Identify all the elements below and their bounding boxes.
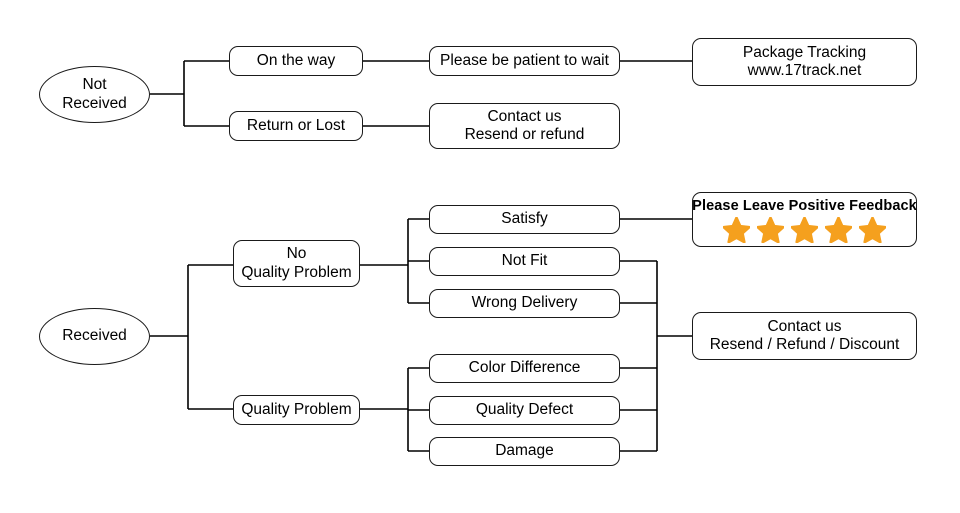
node-not-fit-label: Not Fit (501, 252, 548, 270)
node-no-quality-problem-line1: No (286, 245, 307, 263)
feedback-title: Please Leave Positive Feedback (692, 197, 917, 214)
node-return-or-lost-label: Return or Lost (246, 116, 346, 134)
node-contact-us-resend-refund-line2: Resend or refund (464, 126, 585, 143)
node-contact-us-resolution-line1: Contact us (767, 317, 842, 335)
node-please-be-patient[interactable]: Please be patient to wait (429, 46, 620, 76)
node-quality-defect-label: Quality Defect (475, 401, 574, 419)
node-damage[interactable]: Damage (429, 437, 620, 466)
star-icon[interactable] (791, 217, 818, 244)
node-on-the-way[interactable]: On the way (229, 46, 363, 76)
node-return-or-lost[interactable]: Return or Lost (229, 111, 363, 141)
node-package-tracking-line1: Package Tracking (742, 43, 867, 61)
star-rating[interactable] (723, 217, 886, 244)
node-contact-us-resolution[interactable]: Contact us Resend / Refund / Discount (692, 312, 917, 360)
node-quality-defect[interactable]: Quality Defect (429, 396, 620, 425)
node-wrong-delivery-label: Wrong Delivery (471, 294, 578, 312)
node-quality-problem[interactable]: Quality Problem (233, 395, 360, 425)
node-not-received-line2: Received (62, 94, 127, 112)
node-quality-problem-label: Quality Problem (241, 400, 352, 418)
node-satisfy-label: Satisfy (501, 210, 548, 228)
star-icon[interactable] (723, 217, 750, 244)
node-contact-us-resolution-line2: Resend / Refund / Discount (709, 336, 900, 353)
star-icon[interactable] (825, 217, 852, 244)
node-positive-feedback[interactable]: Please Leave Positive Feedback (692, 192, 917, 247)
node-not-received[interactable]: Not Received (39, 66, 150, 123)
node-received-label: Received (62, 327, 127, 345)
node-satisfy[interactable]: Satisfy (429, 205, 620, 234)
node-color-difference-label: Color Difference (468, 359, 581, 377)
node-please-be-patient-label: Please be patient to wait (440, 51, 609, 69)
node-no-quality-problem[interactable]: No Quality Problem (233, 240, 360, 287)
node-contact-us-resend-refund[interactable]: Contact us Resend or refund (429, 103, 620, 149)
node-contact-us-resend-refund-line1: Contact us (487, 107, 562, 125)
node-package-tracking-line2: www.17track.net (747, 62, 862, 79)
node-color-difference[interactable]: Color Difference (429, 354, 620, 383)
node-on-the-way-label: On the way (256, 51, 336, 69)
node-no-quality-problem-line2: Quality Problem (241, 263, 352, 281)
star-icon[interactable] (757, 217, 784, 244)
node-received[interactable]: Received (39, 308, 150, 365)
star-icon[interactable] (859, 217, 886, 244)
node-package-tracking[interactable]: Package Tracking www.17track.net (692, 38, 917, 86)
node-wrong-delivery[interactable]: Wrong Delivery (429, 289, 620, 318)
node-not-fit[interactable]: Not Fit (429, 247, 620, 276)
node-damage-label: Damage (495, 442, 554, 460)
node-not-received-line1: Not (82, 76, 107, 94)
